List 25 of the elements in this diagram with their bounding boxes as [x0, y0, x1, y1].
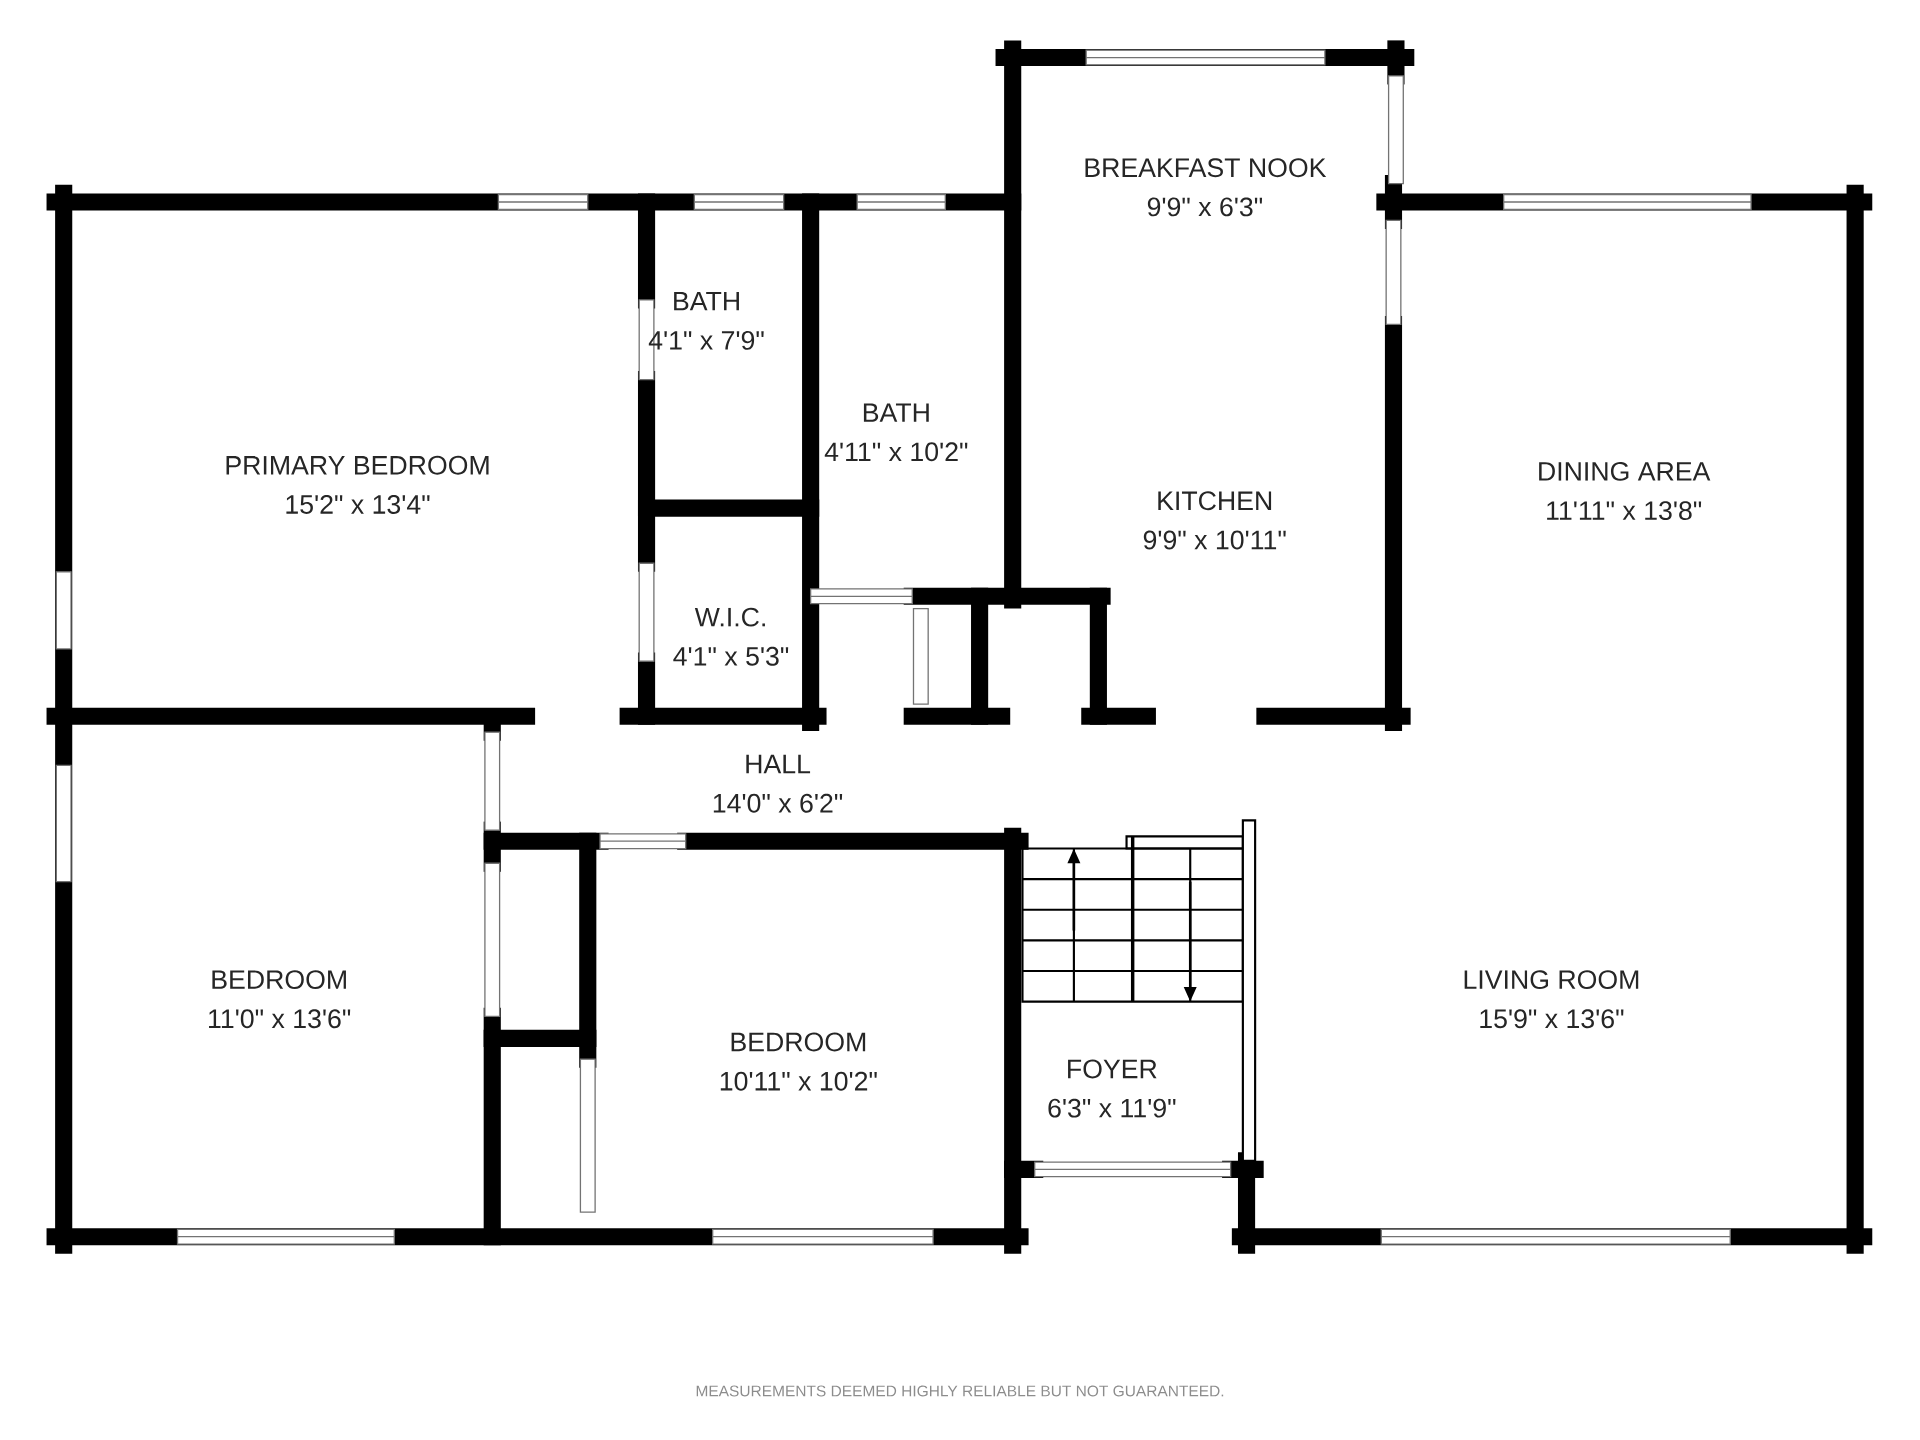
- room-name: HALL: [746, 754, 811, 774]
- room-name: DINING AREA: [1539, 461, 1711, 481]
- room-dimensions: 9'9" x 6'3": [1147, 197, 1263, 217]
- room-name: W.I.C.: [694, 607, 765, 627]
- room-dimensions: 14'0" x 6'2": [713, 793, 843, 813]
- room-dimensions: 11'11" x 13'8": [1547, 501, 1702, 521]
- room-name: BATH: [863, 403, 929, 422]
- room-name: BEDROOM: [731, 1032, 866, 1052]
- room-dimensions: 4'11" x 10'2": [824, 442, 968, 462]
- room-name: LIVING ROOM: [1464, 970, 1639, 990]
- room-dimensions: 15'9" x 13'6": [1480, 1009, 1624, 1029]
- room-name: BATH: [674, 292, 739, 311]
- footnote: MEASUREMENTS DEEMED HIGHLY RELIABLE BUT NOT GUARANTEED.: [696, 1385, 1224, 1397]
- room-name: BEDROOM: [212, 970, 346, 990]
- room-dimensions: 11'0" x 13'6": [209, 1009, 351, 1029]
- room-dimensions: 4'1" x 7'9": [648, 330, 764, 350]
- room-dimensions: 9'9" x 10'11": [1143, 530, 1286, 550]
- room-name: FOYER: [1068, 1059, 1157, 1079]
- room-dimensions: 10'11" x 10'2": [720, 1071, 877, 1091]
- room-dimensions: 15'2" x 13'4": [286, 495, 430, 514]
- room-dimensions: 4'1" x 5'3": [673, 646, 789, 666]
- room-name: BREAKFAST NOOK: [1085, 158, 1327, 178]
- room-dimensions: 6'3" x 11'9": [1048, 1098, 1176, 1118]
- room-name: KITCHEN: [1158, 491, 1272, 511]
- room-name: PRIMARY BEDROOM: [226, 455, 489, 475]
